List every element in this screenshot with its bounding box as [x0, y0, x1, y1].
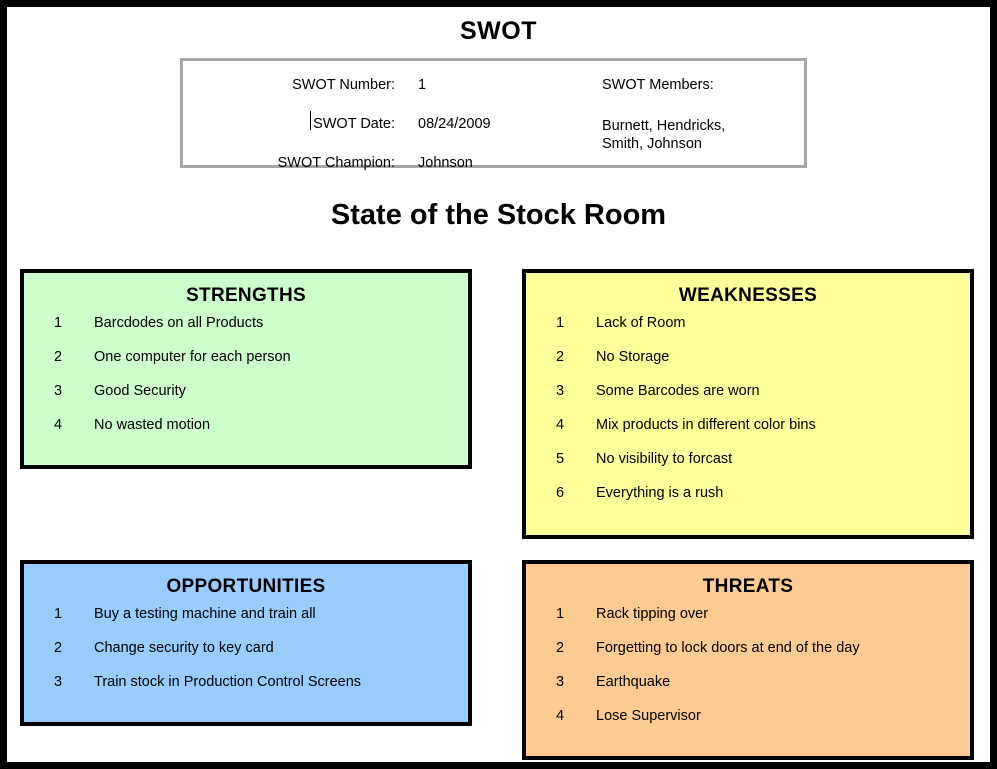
quadrant-threats: THREATS 1 Rack tipping over 2 Forgetting to… — [522, 560, 974, 760]
swot-date-row: SWOT Date: 08/24/2009 — [183, 116, 804, 136]
text-cursor-caret — [310, 111, 311, 130]
quadrant-opportunities-title: OPPORTUNITIES — [166, 576, 326, 597]
list-item-text: No Storage — [596, 349, 670, 365]
list-item-text: No visibility to forcast — [596, 451, 733, 467]
list-item: 2 Forgetting to lock doors at end of the … — [526, 640, 970, 674]
swot-champion-row: SWOT Champion: Johnson — [183, 155, 804, 175]
swot-info-grid: SWOT Number: 1 SWOT Date: 08/24/2009 SWO… — [183, 61, 804, 171]
list-item-number: 1 — [556, 315, 565, 331]
list-item: 2 No Storage — [526, 349, 970, 383]
quadrant-strengths-title: STRENGTHS — [186, 285, 306, 306]
list-item-text: Buy a testing machine and train all — [94, 606, 316, 622]
list-item-number: 6 — [556, 485, 565, 501]
list-item-text: Train stock in Production Control Screen… — [94, 674, 362, 690]
quadrant-threats-title: THREATS — [702, 576, 794, 597]
list-item-number: 4 — [556, 417, 565, 433]
swot-champion-value[interactable]: Johnson — [418, 155, 473, 171]
list-item: 3 Train stock in Production Control Scree… — [24, 674, 468, 708]
quadrant-weaknesses-title: WEAKNESSES — [678, 285, 818, 306]
list-item-number: 2 — [54, 349, 63, 365]
list-item-text: Lack of Room — [596, 315, 686, 331]
list-item-number: 4 — [556, 708, 565, 724]
list-item-text: Lose Supervisor — [596, 708, 701, 724]
list-item-text: Barcdodes on all Products — [94, 315, 264, 331]
list-item-number: 3 — [556, 383, 565, 399]
list-item: 1 Barcdodes on all Products — [24, 315, 468, 349]
quadrant-threats-list: 1 Rack tipping over 2 Forgetting to lock do… — [526, 606, 970, 742]
list-item-number: 2 — [556, 349, 565, 365]
list-item-text: Some Barcodes are worn — [596, 383, 760, 399]
list-item-text: Earthquake — [596, 674, 671, 690]
list-item-text: No wasted motion — [94, 417, 211, 433]
swot-members-value[interactable]: Burnett, Hendricks, Smith, Johnson — [602, 118, 726, 152]
list-item: 1 Lack of Room — [526, 315, 970, 349]
swot-subject-title: State of the Stock Room — [330, 199, 667, 231]
list-item: 2 One computer for each person — [24, 349, 468, 383]
list-item: 1 Rack tipping over — [526, 606, 970, 640]
list-item-number: 1 — [54, 606, 63, 622]
quadrant-opportunities: OPPORTUNITIES 1 Buy a testing machine and… — [20, 560, 472, 726]
list-item: 1 Buy a testing machine and train all — [24, 606, 468, 640]
swot-number-label: SWOT Number: — [292, 77, 395, 93]
quadrant-weaknesses-list: 1 Lack of Room 2 No Storage 3 Some Barcodes a… — [526, 315, 970, 519]
list-item-text: Everything is a rush — [596, 485, 724, 501]
swot-members-label: SWOT Members: — [602, 77, 714, 93]
list-item: 4 No wasted motion — [24, 417, 468, 451]
quadrant-opportunities-list: 1 Buy a testing machine and train all 2 Cha… — [24, 606, 468, 708]
list-item-text: Rack tipping over — [596, 606, 709, 622]
list-item: 4 Lose Supervisor — [526, 708, 970, 742]
list-item-number: 2 — [54, 640, 63, 656]
list-item-number: 4 — [54, 417, 63, 433]
swot-number-value[interactable]: 1 — [418, 77, 427, 93]
swot-number-row: SWOT Number: 1 — [183, 77, 804, 97]
list-item: 5 No visibility to forcast — [526, 451, 970, 485]
list-item-number: 5 — [556, 451, 565, 467]
list-item-number: 3 — [556, 674, 565, 690]
list-item: 2 Change security to key card — [24, 640, 468, 674]
quadrant-strengths: STRENGTHS 1 Barcdodes on all Products 2 One… — [20, 269, 472, 469]
swot-canvas: SWOT SWOT Number: 1 SWOT Date: 08/24/200… — [7, 7, 990, 762]
list-item-text: Forgetting to lock doors at end of the d… — [596, 640, 860, 656]
list-item: 3 Good Security — [24, 383, 468, 417]
quadrant-weaknesses: WEAKNESSES 1 Lack of Room 2 No Storage 3 Some… — [522, 269, 974, 539]
list-item: 3 Earthquake — [526, 674, 970, 708]
list-item-text: Mix products in different color bins — [596, 417, 816, 433]
list-item-number: 3 — [54, 674, 63, 690]
list-item-text: One computer for each person — [94, 349, 291, 365]
list-item: 3 Some Barcodes are worn — [526, 383, 970, 417]
list-item-number: 2 — [556, 640, 565, 656]
list-item-number: 1 — [556, 606, 565, 622]
swot-date-value[interactable]: 08/24/2009 — [418, 116, 491, 132]
list-item: 6 Everything is a rush — [526, 485, 970, 519]
list-item-text: Good Security — [94, 383, 186, 399]
list-item: 4 Mix products in different color bins — [526, 417, 970, 451]
list-item-number: 1 — [54, 315, 63, 331]
list-item-text: Change security to key card — [94, 640, 274, 656]
quadrant-strengths-list: 1 Barcdodes on all Products 2 One computer … — [24, 315, 468, 451]
swot-info-box: SWOT Number: 1 SWOT Date: 08/24/2009 SWO… — [180, 58, 807, 171]
swot-date-label: SWOT Date: — [313, 116, 395, 132]
list-item-number: 3 — [54, 383, 63, 399]
page-title: SWOT — [460, 17, 537, 45]
swot-champion-label: SWOT Champion: — [277, 155, 395, 171]
